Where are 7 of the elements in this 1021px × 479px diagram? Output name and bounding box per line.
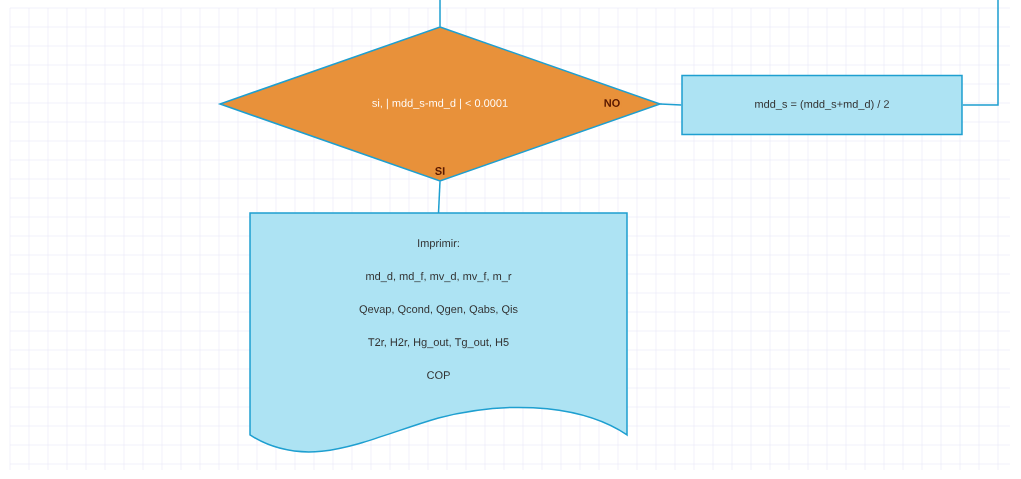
connector-line — [962, 0, 999, 106]
connector-line — [439, 0, 441, 28]
edge-label: NO — [602, 98, 622, 108]
connector-line — [659, 103, 682, 106]
connector-line — [437, 180, 441, 214]
process-box: mdd_s = (mdd_s+md_d) / 2 — [681, 74, 963, 136]
edge-label: SI — [433, 166, 447, 176]
